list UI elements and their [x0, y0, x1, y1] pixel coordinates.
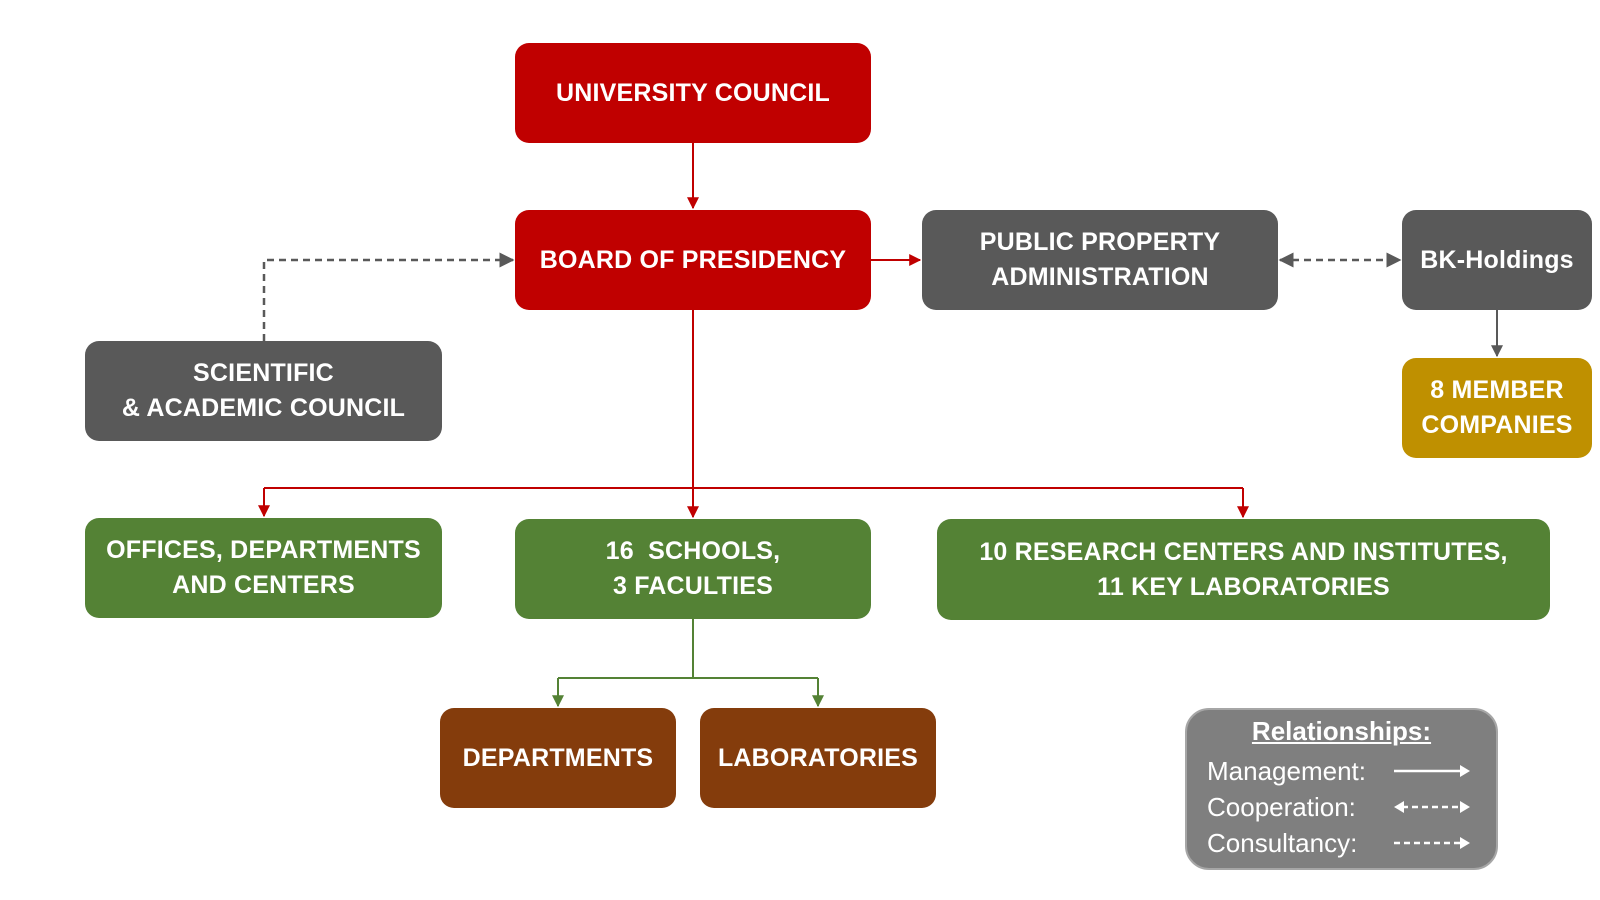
node-university-council: UNIVERSITY COUNCIL — [515, 43, 871, 143]
node-label-line: DEPARTMENTS — [462, 743, 654, 772]
node-research-centers: 10 RESEARCH CENTERS AND INSTITUTES, 11 K… — [937, 519, 1550, 620]
node-label-line: LABORATORIES — [717, 743, 919, 772]
relationships-legend: Relationships: Management: Cooperation: … — [1185, 708, 1498, 870]
legend-item-cooperation: Cooperation: — [1207, 790, 1476, 824]
legend-label: Management: — [1207, 756, 1366, 786]
dashed-arrow-icon — [1394, 837, 1470, 849]
node-label-line: 10 RESEARCH CENTERS AND INSTITUTES, — [979, 537, 1508, 566]
dashed-double-arrow-icon — [1394, 801, 1470, 813]
node-label-line: BK-Holdings — [1420, 245, 1574, 274]
node-label-line: AND CENTERS — [172, 571, 355, 599]
legend-title: Relationships: — [1251, 716, 1432, 746]
node-label-line: & ACADEMIC COUNCIL — [121, 394, 406, 422]
node-schools-faculties: 16 SCHOOLS, 3 FACULTIES — [515, 519, 871, 619]
node-label-line: BOARD OF PRESIDENCY — [539, 245, 847, 274]
node-label-line: ADMINISTRATION — [991, 263, 1209, 291]
node-label-line: OFFICES, DEPARTMENTS — [106, 536, 421, 564]
node-bk-holdings: BK-Holdings — [1402, 210, 1592, 310]
node-scientific-academic-council: SCIENTIFIC & ACADEMIC COUNCIL — [85, 341, 442, 441]
node-label-line: 3 FACULTIES — [612, 572, 774, 600]
legend-item-management: Management: — [1207, 754, 1476, 788]
node-offices-departments-centers: OFFICES, DEPARTMENTS AND CENTERS — [85, 518, 442, 618]
node-laboratories: LABORATORIES — [700, 708, 936, 808]
legend-label: Cooperation: — [1207, 792, 1356, 822]
node-public-property-administration: PUBLIC PROPERTY ADMINISTRATION — [922, 210, 1278, 310]
solid-arrow-icon — [1394, 765, 1470, 777]
node-label-line: 8 MEMBER — [1430, 376, 1564, 404]
node-member-companies: 8 MEMBER COMPANIES — [1402, 358, 1592, 458]
legend-label: Consultancy: — [1207, 828, 1358, 858]
node-departments: DEPARTMENTS — [440, 708, 676, 808]
node-label-line: 11 KEY LABORATORIES — [1097, 572, 1390, 601]
node-label-line: 16 SCHOOLS, — [605, 537, 781, 565]
node-label-line: SCIENTIFIC — [193, 359, 334, 387]
node-label-line: PUBLIC PROPERTY — [979, 228, 1221, 256]
edge-sci-to-board — [262, 252, 515, 341]
node-board-of-presidency: BOARD OF PRESIDENCY — [515, 210, 871, 310]
legend-item-consultancy: Consultancy: — [1207, 826, 1476, 860]
node-label-line: UNIVERSITY COUNCIL — [556, 78, 830, 107]
node-label-line: COMPANIES — [1421, 411, 1573, 439]
